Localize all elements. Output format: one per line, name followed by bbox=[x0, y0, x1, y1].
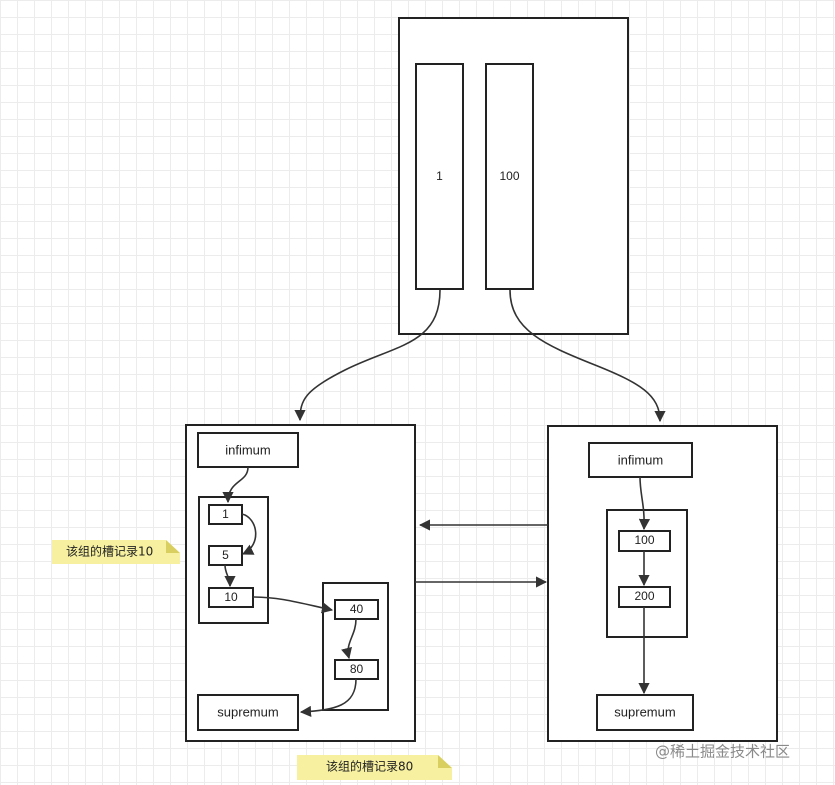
right-supremum-box bbox=[596, 694, 694, 731]
left-record-1-label: 1 bbox=[222, 507, 229, 521]
right-record-100-label: 100 bbox=[634, 533, 654, 547]
top-slot-100: 100 bbox=[485, 63, 534, 290]
top-page: 1 100 bbox=[398, 17, 629, 335]
arrow-left-infimum-to-1 bbox=[222, 466, 249, 504]
top-slot-1-label: 1 bbox=[436, 169, 443, 183]
note-group1-background bbox=[52, 540, 180, 564]
right-record-200-label: 200 bbox=[634, 589, 654, 603]
note-group1-slot: 该组的槽记录10 bbox=[52, 540, 180, 564]
left-infimum-label: infimum bbox=[225, 442, 271, 457]
note-group1-fold bbox=[166, 540, 180, 553]
arrow-10-to-40 bbox=[252, 596, 334, 614]
right-group1-frame bbox=[606, 509, 688, 638]
arrow-5-to-10 bbox=[224, 564, 236, 588]
top-slot-100-label: 100 bbox=[499, 169, 519, 183]
note-group1-text: 该组的槽记录10 bbox=[66, 544, 153, 559]
top-slot-1-box bbox=[415, 63, 464, 290]
right-page: infimum 100 200 supremum bbox=[547, 425, 778, 742]
arrow-right-infimum-to-100 bbox=[638, 476, 651, 531]
arrow-top-to-left-page bbox=[294, 289, 441, 422]
right-supremum-label: supremum bbox=[614, 704, 675, 719]
note-group2-fold bbox=[438, 755, 452, 768]
arrow-1-to-5 bbox=[241, 513, 257, 555]
watermark: @稀土掘金技术社区 bbox=[655, 743, 790, 761]
left-supremum-box bbox=[197, 694, 299, 731]
arrows bbox=[222, 289, 666, 717]
left-supremum-label: supremum bbox=[217, 704, 278, 719]
left-record-80-label: 80 bbox=[350, 662, 364, 676]
note-group2-background bbox=[297, 755, 452, 780]
arrow-40-to-80 bbox=[341, 618, 357, 660]
left-page: infimum 1 5 10 40 80 supremum bbox=[185, 424, 416, 742]
left-record-10-label: 10 bbox=[224, 590, 238, 604]
arrow-top-to-right-page bbox=[509, 289, 666, 423]
note-group2-text: 该组的槽记录80 bbox=[326, 759, 413, 774]
left-record-5-label: 5 bbox=[222, 548, 229, 562]
left-record-40-label: 40 bbox=[350, 602, 364, 616]
top-slot-100-box bbox=[485, 63, 534, 290]
right-infimum-label: infimum bbox=[618, 452, 664, 467]
arrow-80-to-left-supremum bbox=[299, 678, 357, 717]
note-group2-slot: 该组的槽记录80 bbox=[297, 755, 452, 780]
top-slot-1: 1 bbox=[415, 63, 464, 290]
